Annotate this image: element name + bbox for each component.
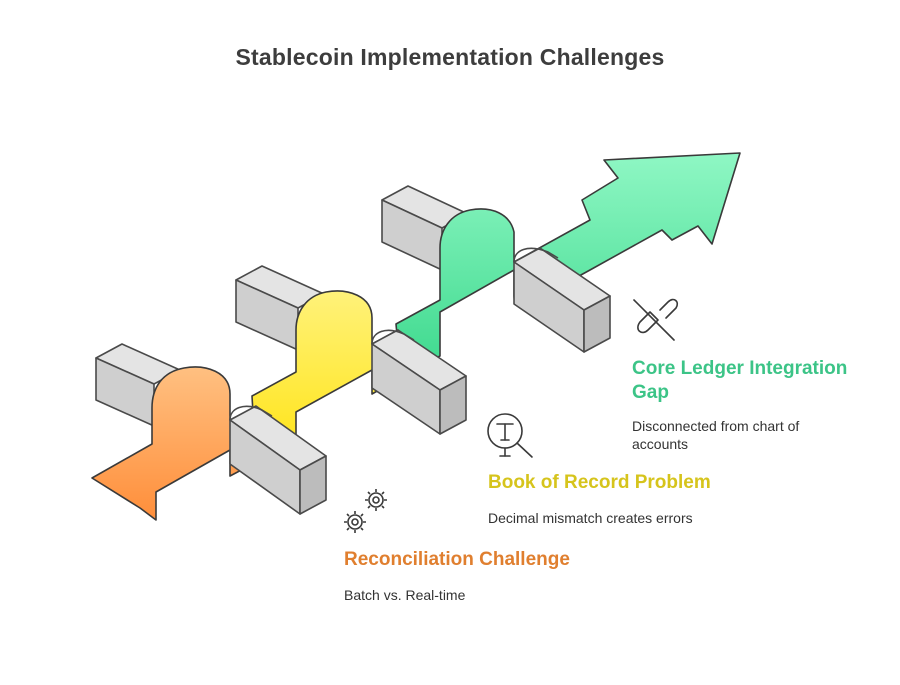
- item-1-title: Reconciliation Challenge: [344, 549, 570, 570]
- search-text-icon: [487, 413, 533, 458]
- broken-link-icon: [633, 298, 679, 341]
- item-1-description: Batch vs. Real-time: [344, 587, 466, 603]
- gears-icon: [344, 489, 387, 533]
- item-3-title: Core Ledger Integration Gap: [632, 358, 848, 403]
- reconciliation-challenge-label: Reconciliation Challenge Batch vs. Real-…: [344, 548, 664, 604]
- item-3-description: Disconnected from chart of accounts: [632, 418, 800, 452]
- bar-3-front: [513, 247, 611, 353]
- diagram-title: Stablecoin Implementation Challenges: [235, 44, 665, 70]
- bar-2-front: [371, 329, 467, 435]
- bar-1-front: [229, 405, 327, 515]
- item-2-description: Decimal mismatch creates errors: [488, 510, 693, 526]
- book-of-record-label: Book of Record Problem Decimal mismatch …: [488, 471, 808, 527]
- core-ledger-label: Core Ledger Integration Gap Disconnected…: [632, 357, 857, 453]
- item-2-title: Book of Record Problem: [488, 472, 711, 493]
